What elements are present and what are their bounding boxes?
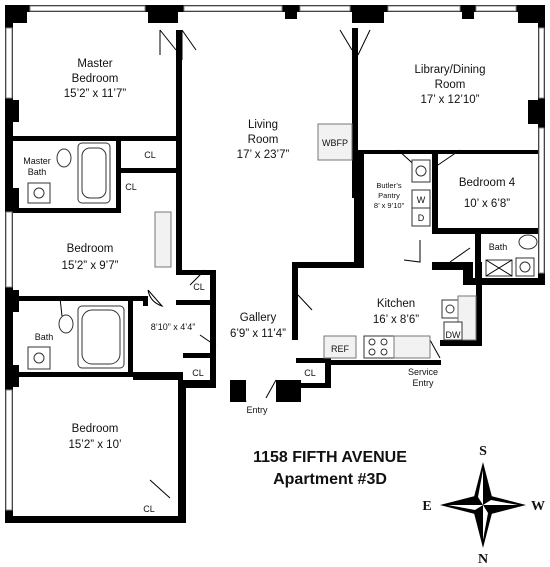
library-dining-name-2: Room bbox=[435, 79, 466, 91]
bedroom-4-name: Bedroom 4 bbox=[459, 177, 516, 189]
service-entry-1: Service bbox=[408, 367, 438, 377]
compass-rose-icon: S N E W bbox=[422, 444, 545, 567]
master-bath-name-2: Bath bbox=[28, 167, 47, 177]
apartment-title: Apartment #3D bbox=[273, 471, 387, 488]
closet-label: CL bbox=[193, 282, 205, 292]
bath-left-name: Bath bbox=[35, 332, 54, 342]
living-room-name-1: Living bbox=[248, 119, 278, 131]
middle-bedroom-name: Bedroom bbox=[67, 243, 114, 255]
gallery-name: Gallery bbox=[240, 312, 277, 324]
dryer-label: D bbox=[418, 213, 425, 223]
bath-right-name: Bath bbox=[489, 242, 508, 252]
main-entry-label: Entry bbox=[246, 405, 268, 415]
fixtures bbox=[27, 123, 538, 370]
kitchen-name: Kitchen bbox=[377, 298, 415, 310]
dishwasher-label: DW bbox=[446, 330, 461, 340]
fireplace-label: WBFP bbox=[322, 138, 348, 148]
master-bedroom-name-1: Master bbox=[77, 58, 112, 70]
door-swings bbox=[59, 29, 471, 499]
pantry-dims: 8’ x 9’10” bbox=[374, 201, 405, 210]
bottom-bedroom-name: Bedroom bbox=[72, 423, 119, 435]
closet-label: CL bbox=[125, 182, 137, 192]
gallery-dims: 6’9” x 11’4” bbox=[230, 328, 286, 340]
kitchen-dims: 16’ x 8’6” bbox=[373, 314, 419, 326]
compass-north: N bbox=[478, 552, 488, 567]
address-title: 1158 FIFTH AVENUE bbox=[253, 449, 407, 466]
compass-west: W bbox=[531, 499, 545, 514]
closet-label: CL bbox=[192, 368, 204, 378]
library-dining-dims: 17’ x 12’10” bbox=[420, 94, 479, 106]
master-bath-name-1: Master bbox=[23, 156, 51, 166]
closet-label: CL bbox=[144, 150, 156, 160]
living-room-name-2: Room bbox=[248, 134, 279, 146]
compass-east: E bbox=[422, 499, 431, 514]
washer-label: W bbox=[417, 195, 426, 205]
closet-label: CL bbox=[143, 504, 155, 514]
library-dining-name-1: Library/Dining bbox=[415, 64, 486, 76]
windows bbox=[5, 5, 545, 511]
pantry-name-2: Pantry bbox=[378, 191, 400, 200]
living-room-dims: 17’ x 23’7” bbox=[237, 149, 290, 161]
plan-title: 1158 FIFTH AVENUE Apartment #3D bbox=[253, 449, 407, 488]
closet-label: CL bbox=[304, 368, 316, 378]
room-labels: Master Bedroom 15’2” x 11’7” Living Room… bbox=[23, 58, 515, 514]
refrigerator-label: REF bbox=[331, 344, 350, 354]
master-bedroom-dims: 15’2” x 11’7” bbox=[64, 88, 127, 100]
service-entry-2: Entry bbox=[412, 378, 434, 388]
bottom-bedroom-dims: 15’2” x 10’ bbox=[68, 439, 121, 451]
hall-dims: 8’10” x 4’4” bbox=[151, 322, 196, 332]
middle-bedroom-dims: 15’2” x 9’7” bbox=[62, 260, 119, 272]
interior-walls bbox=[13, 28, 538, 402]
bedroom-4-dims: 10’ x 6’8” bbox=[464, 198, 510, 210]
master-bedroom-name-2: Bedroom bbox=[72, 73, 119, 85]
compass-south: S bbox=[479, 444, 487, 459]
pantry-name-1: Butler’s bbox=[376, 181, 401, 190]
